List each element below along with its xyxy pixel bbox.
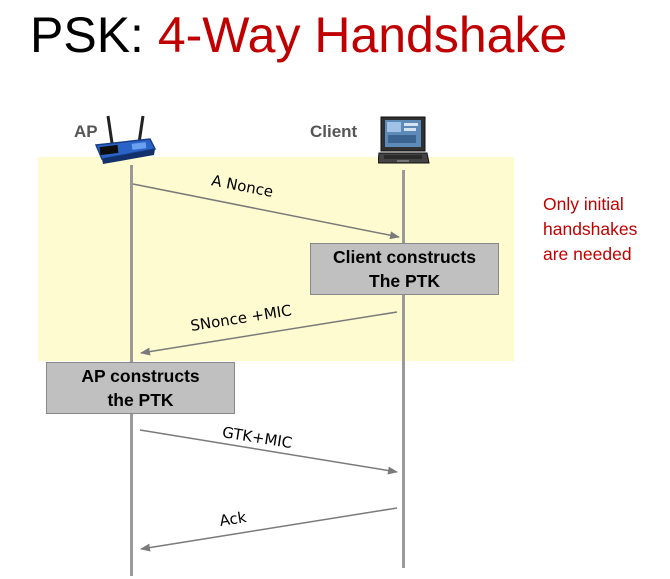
client-box-line2: The PTK [311, 269, 498, 293]
client-box-line1: Client constructs [311, 245, 498, 269]
ap-box-line1: AP constructs [47, 364, 234, 388]
side-note-line2: handshakes [543, 217, 637, 242]
client-constructs-ptk-box: Client constructs The PTK [310, 243, 499, 295]
side-note: Only initial handshakes are needed [543, 192, 637, 267]
ap-box-line2: the PTK [47, 388, 234, 412]
side-note-line1: Only initial [543, 192, 637, 217]
ack-arrow [141, 508, 397, 549]
side-note-line3: are needed [543, 242, 637, 267]
ap-constructs-ptk-box: AP constructs the PTK [46, 362, 235, 414]
